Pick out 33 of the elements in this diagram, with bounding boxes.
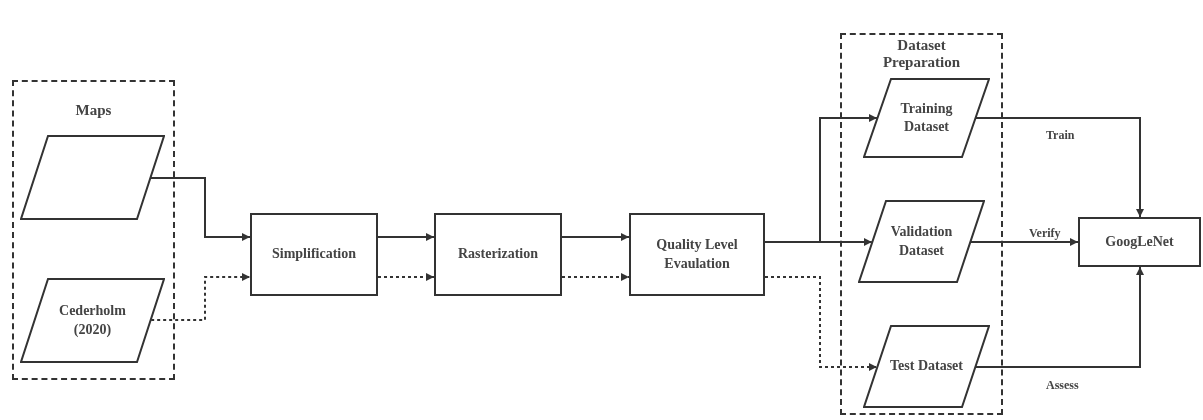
process-box (434, 213, 562, 296)
node-label: GoogLeNet (1105, 232, 1174, 251)
data-parallelogram (863, 78, 990, 158)
data-parallelogram (20, 278, 165, 363)
node-label: Rasterization (457, 245, 539, 264)
dashed-group-box (840, 33, 1003, 415)
dotted-arrow (561, 273, 630, 281)
group-title: Maps (74, 102, 113, 120)
node-label: Quality Level Evaulation (655, 236, 739, 273)
data-parallelogram (858, 200, 985, 283)
dashed-group-box (12, 80, 175, 380)
node-label: Simplification (272, 245, 356, 264)
process-box (1078, 217, 1201, 267)
arrow (377, 233, 435, 241)
node-label: Training Dataset (899, 99, 954, 136)
process-box (629, 213, 765, 296)
arrow (561, 233, 630, 241)
node-label: Cederholm (2020) (58, 302, 127, 339)
edge-label: Verify (1028, 226, 1062, 241)
group-title: Dataset Preparation (881, 37, 962, 72)
process-box (250, 213, 378, 296)
arrow (969, 238, 1079, 246)
node-label: Validation Dataset (889, 223, 954, 260)
dotted-arrow (150, 273, 251, 321)
arrow (975, 117, 1144, 218)
data-parallelogram (863, 325, 990, 408)
arrow (149, 177, 251, 241)
arrow (974, 266, 1144, 368)
dotted-arrow (764, 276, 878, 371)
node-label: Test Dataset (890, 357, 963, 376)
data-parallelogram (20, 135, 165, 220)
dotted-arrow (377, 273, 435, 281)
arrow (764, 238, 873, 246)
